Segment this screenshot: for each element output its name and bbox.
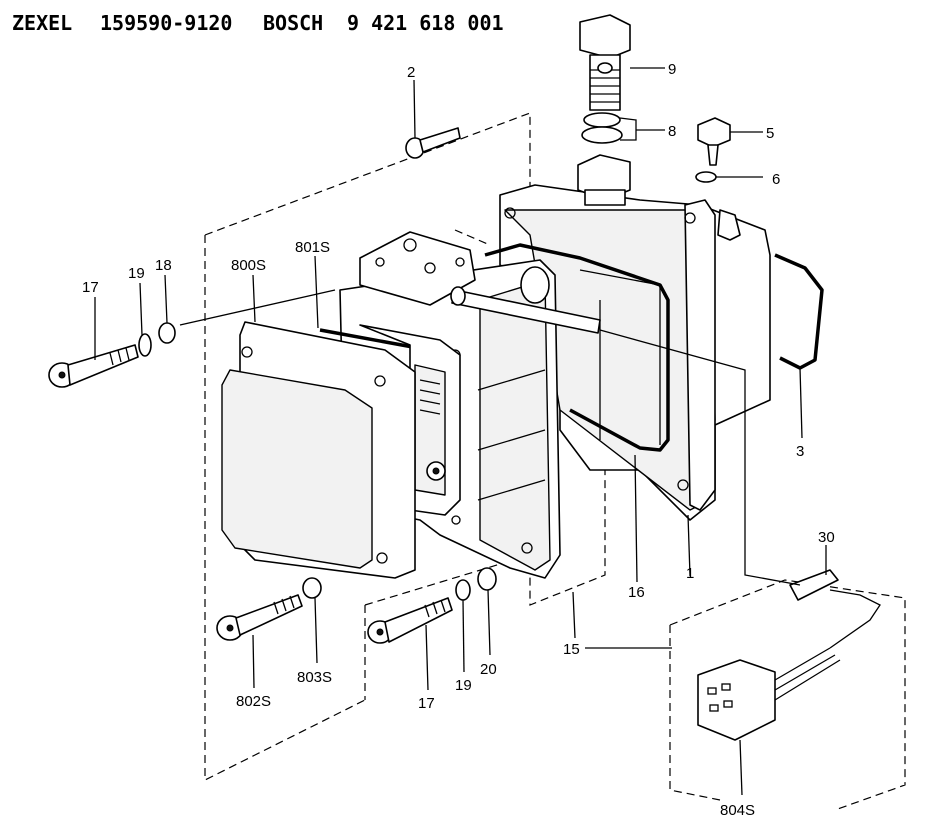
- callout-6: 6: [772, 171, 780, 188]
- callout-labels: 2 9 8 5 6 3 17 19 18 800S 801S 16 1 15 3…: [82, 61, 835, 819]
- connector-804s: [697, 569, 881, 741]
- fitting-nut: [577, 154, 631, 206]
- bolt-17-upper: [48, 344, 139, 388]
- callout-801s: 801S: [295, 239, 330, 256]
- callout-19-lower: 19: [455, 677, 472, 694]
- top-valve-block: [359, 231, 476, 306]
- washer-19-lower: [455, 579, 471, 601]
- bolt-802s: [216, 594, 303, 641]
- callout-19-upper: 19: [128, 265, 145, 282]
- screw-5: [697, 117, 731, 166]
- actuator-rod: [450, 266, 601, 334]
- callout-16: 16: [628, 584, 645, 601]
- dashed-group-outlines: [204, 112, 906, 811]
- callout-20: 20: [480, 661, 497, 678]
- callout-17-upper: 17: [82, 279, 99, 296]
- screw-2: [405, 127, 461, 159]
- bolt-17-lower: [367, 597, 453, 644]
- leader-lines: [94, 67, 827, 796]
- washer-18: [158, 322, 176, 344]
- callout-803s: 803S: [297, 669, 332, 686]
- header-brand-zexel: ZEXEL: [12, 11, 72, 35]
- callout-30: 30: [818, 529, 835, 546]
- washer-6: [695, 171, 717, 183]
- callout-8: 8: [668, 123, 676, 140]
- header-bosch-part-number: 9 421 618 001: [347, 11, 504, 35]
- callout-17-lower: 17: [418, 695, 435, 712]
- callout-1: 1: [686, 565, 694, 582]
- header-zexel-part-number: 159590-9120: [100, 11, 232, 35]
- washer-20: [477, 567, 497, 591]
- callout-15: 15: [563, 641, 580, 658]
- gasket-3: [774, 253, 824, 370]
- callout-5: 5: [766, 125, 774, 142]
- callout-18: 18: [155, 257, 172, 274]
- washer-19-upper: [138, 333, 152, 357]
- washer-803s: [302, 577, 322, 599]
- callout-2: 2: [407, 64, 415, 81]
- banjo-bolt-9: [579, 14, 631, 111]
- callout-9: 9: [668, 61, 676, 78]
- pump-housing-rear: [499, 184, 771, 521]
- callout-800s: 800S: [231, 257, 266, 274]
- washer-8-pair: [581, 112, 623, 144]
- header-brand-bosch: BOSCH: [263, 11, 323, 35]
- callout-3: 3: [796, 443, 804, 460]
- cover-800s: [221, 321, 416, 579]
- callout-802s: 802S: [236, 693, 271, 710]
- gasket-16: [484, 243, 670, 452]
- callout-804s: 804S: [720, 802, 755, 819]
